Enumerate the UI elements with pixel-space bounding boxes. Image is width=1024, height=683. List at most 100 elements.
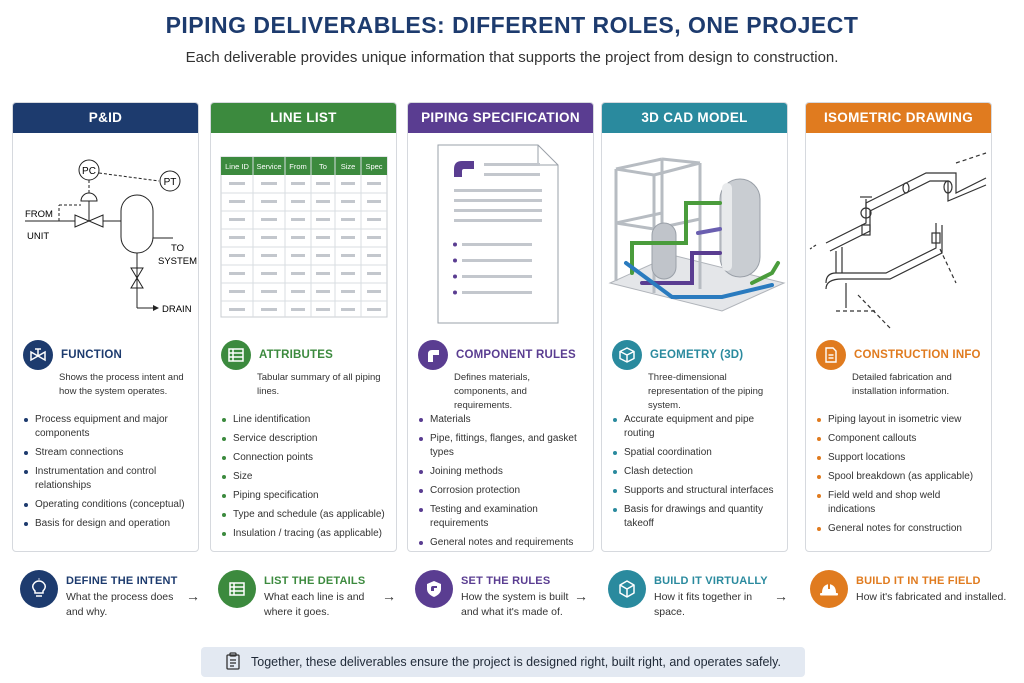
list-item: Insulation / tracing (as applicable)	[221, 527, 390, 541]
line-list-graphic: Line ID Service From To Size Spec	[220, 156, 388, 318]
section-desc: Defines materials, components, and requi…	[454, 372, 531, 411]
section-desc: Detailed fabrication and installation in…	[852, 372, 952, 397]
list-item: Piping specification	[221, 489, 390, 503]
arrow-icon: →	[774, 588, 788, 604]
column-line-list: LINE LIST Line ID Service From To Size S…	[210, 102, 397, 552]
column-header: ISOMETRIC DRAWING	[806, 103, 991, 133]
page-title: PIPING DELIVERABLES: DIFFERENT ROLES, ON…	[165, 12, 859, 38]
flow-step-build-field: BUILD IT IN THE FIELD How it's fabricate…	[810, 570, 1010, 630]
list-item: Service description	[221, 432, 390, 446]
list-item: Piping layout in isometric view	[816, 413, 985, 427]
section-desc: Shows the process intent and how the sys…	[59, 372, 184, 397]
section-title: ATTRIBUTES	[259, 349, 333, 361]
flow-step-rules: SET THE RULES How the system is built an…	[415, 570, 575, 630]
pid-schematic: PC PT FROM UNIT TO SYSTEM DRAIN	[25, 159, 197, 315]
flow-title: SET THE RULES	[461, 575, 551, 587]
list-icon	[218, 570, 256, 608]
clipboard-icon	[225, 651, 241, 673]
cad-model-render	[602, 133, 787, 333]
flow-desc: What each line is and where it goes.	[264, 591, 365, 618]
spec-document	[408, 133, 593, 333]
column-piping-spec: PIPING SPECIFICATION COMPONENT RULE	[407, 102, 594, 552]
list-item: Basis for design and operation	[23, 517, 192, 531]
arrow-icon: →	[382, 588, 396, 604]
list-item: Clash detection	[612, 465, 781, 479]
list-item: General notes and requirements	[418, 536, 587, 550]
footer-banner: Together, these deliverables ensure the …	[201, 647, 805, 677]
list-item: Process equipment and major components	[23, 413, 192, 441]
system-label: SYSTEM	[158, 256, 197, 267]
list-item: Materials	[418, 413, 587, 427]
list-icon	[221, 340, 251, 370]
column-3d-cad: 3D CAD MODEL	[601, 102, 788, 552]
section-desc: Tabular summary of all piping lines.	[257, 372, 381, 397]
pc-label: PC	[82, 166, 96, 177]
arrow-icon: →	[186, 588, 200, 604]
section-desc: Three-dimensional representation of the …	[648, 372, 764, 411]
cube-icon	[612, 340, 642, 370]
pid-diagram: PC PT FROM UNIT TO SYSTEM DRAIN	[13, 133, 198, 333]
page-subtitle: Each deliverable provides unique informa…	[185, 49, 839, 66]
pt-label: PT	[164, 177, 177, 188]
table-header: Spec	[365, 162, 382, 171]
column-isometric: ISOMETRIC DRAWING	[805, 102, 992, 552]
flow-desc: What the process does and why.	[66, 591, 174, 618]
flow-title: BUILD IT IN THE FIELD	[856, 575, 981, 587]
list-item: Type and schedule (as applicable)	[221, 508, 390, 522]
list-item: Connection points	[221, 451, 390, 465]
valve-icon	[23, 340, 53, 370]
unit-label: UNIT	[27, 231, 49, 242]
flow-title: DEFINE THE INTENT	[66, 575, 178, 587]
list-item: Testing and examination requirements	[418, 503, 587, 531]
table-header: Service	[256, 162, 281, 171]
bullet-list: Piping layout in isometric view Componen…	[816, 413, 985, 536]
list-item: Basis for drawings and quantity takeoff	[612, 503, 781, 531]
section-title: COMPONENT RULES	[456, 349, 576, 361]
flow-desc: How it's fabricated and installed.	[856, 591, 1007, 603]
shield-icon	[415, 570, 453, 608]
isometric-drawing	[806, 133, 991, 333]
section-title: CONSTRUCTION INFO	[854, 349, 981, 361]
drain-label: DRAIN	[162, 304, 192, 315]
section-title: FUNCTION	[61, 349, 123, 361]
document-graphic	[437, 144, 559, 324]
list-item: General notes for construction	[816, 522, 985, 536]
isometric-graphic	[809, 152, 987, 329]
table-header: To	[319, 162, 327, 171]
list-item: Spatial coordination	[612, 446, 781, 460]
hardhat-icon	[810, 570, 848, 608]
table-header: From	[289, 162, 307, 171]
bullet-list: Accurate equipment and pipe routing Spat…	[612, 413, 781, 531]
flow-title: BUILD IT VIRTUALLY	[654, 575, 768, 587]
list-item: Stream connections	[23, 446, 192, 460]
list-item: Field weld and shop weld indications	[816, 489, 985, 517]
column-header: 3D CAD MODEL	[602, 103, 787, 133]
list-item: Instrumentation and control relationship…	[23, 465, 192, 493]
lightbulb-icon	[20, 570, 58, 608]
flow-step-list: LIST THE DETAILS What each line is and w…	[218, 570, 378, 630]
cad-model-graphic	[608, 157, 786, 312]
table-header: Line ID	[225, 162, 249, 171]
list-item: Operating conditions (conceptual)	[23, 498, 192, 512]
list-item: Size	[221, 470, 390, 484]
list-item: Line identification	[221, 413, 390, 427]
list-item: Component callouts	[816, 432, 985, 446]
bullet-list: Process equipment and major components S…	[23, 413, 192, 531]
table-header: Size	[341, 162, 356, 171]
flow-title: LIST THE DETAILS	[264, 575, 366, 587]
column-pid: P&ID PC PT	[12, 102, 199, 552]
column-header: LINE LIST	[211, 103, 396, 133]
arrow-icon: →	[574, 588, 588, 604]
bullet-list: Line identification Service description …	[221, 413, 390, 541]
cube-icon	[608, 570, 646, 608]
flow-step-define: DEFINE THE INTENT What the process does …	[20, 570, 180, 630]
list-item: Supports and structural interfaces	[612, 484, 781, 498]
pipe-elbow-icon	[418, 340, 448, 370]
document-icon	[816, 340, 846, 370]
line-list-table: Line ID Service From To Size Spec	[211, 133, 396, 333]
flow-desc: How it fits together in space.	[654, 591, 753, 618]
list-item: Joining methods	[418, 465, 587, 479]
column-header: PIPING SPECIFICATION	[408, 103, 593, 133]
list-item: Pipe, fittings, flanges, and gasket type…	[418, 432, 587, 460]
list-item: Spool breakdown (as applicable)	[816, 470, 985, 484]
